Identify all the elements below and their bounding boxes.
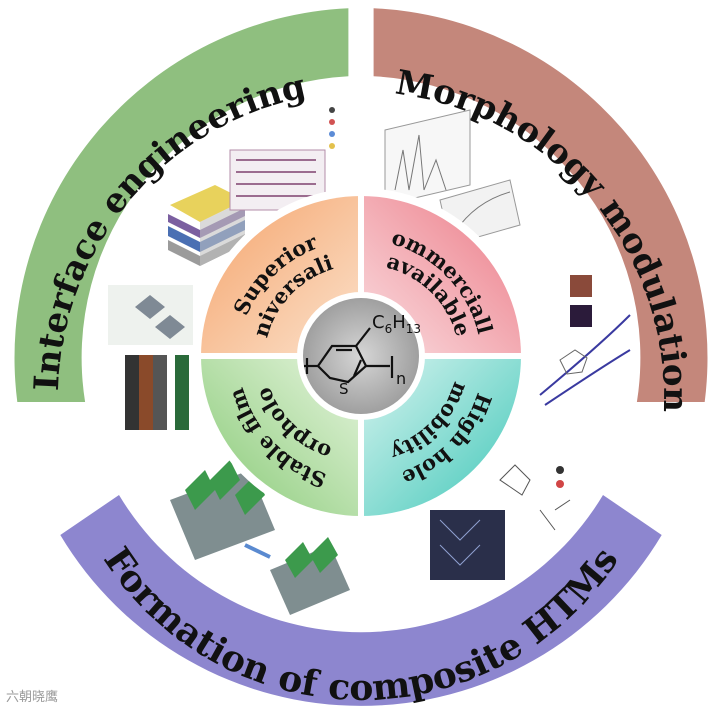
outer-ring	[14, 8, 708, 706]
molecule-structure-illustration	[430, 464, 571, 580]
pi-stacking-illustration	[170, 460, 350, 615]
perovskite-octahedra-illustration	[108, 285, 193, 430]
center-molecule: S C6H13 n	[297, 292, 425, 420]
micrograph-illustration	[539, 275, 631, 406]
illustration-panels	[108, 107, 631, 615]
outer-band-composite	[60, 495, 662, 706]
thiophene-sulfur: S	[339, 380, 349, 398]
p3ht-structure	[304, 327, 394, 384]
watermark: 六朝晓鹰	[6, 690, 59, 705]
hexyl-chain-label: C6H13	[372, 312, 421, 336]
repeat-index: n	[396, 369, 406, 388]
outer-band-interface	[14, 8, 349, 402]
outer-band-morphology	[373, 8, 708, 402]
